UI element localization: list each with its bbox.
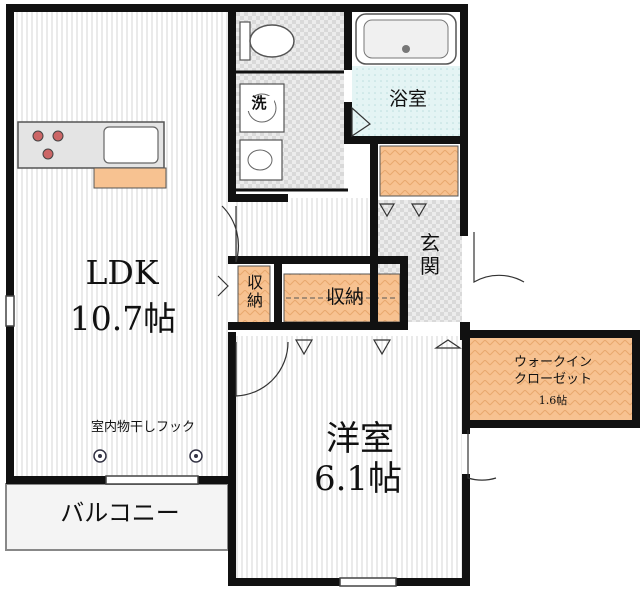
drying-hook-icon [98, 454, 102, 458]
toilet-tank [239, 21, 251, 61]
bathroom-label: 浴室 [388, 88, 427, 110]
windows [5, 295, 397, 587]
balcony-area [5, 483, 229, 551]
western-room-label: 洋室 [326, 419, 394, 459]
walk-in-closet-floor [470, 336, 634, 422]
walk-in-closet-label: ウォークイン クローゼット [513, 355, 592, 387]
wash-basin [239, 139, 283, 181]
hall-floor [236, 198, 374, 264]
toilet-bowl-icon [249, 24, 295, 58]
doors [217, 106, 525, 481]
entrance-shoe-cabinet [379, 145, 459, 197]
storage-wide-label: 収納 [325, 286, 364, 308]
balcony-label: バルコニー [60, 499, 180, 527]
bathtub-inner [363, 19, 449, 59]
entrance-label: 玄関 [420, 231, 440, 278]
drying-hook-label: 室内物干しフック [90, 420, 195, 435]
storage-small-label: 収納 [246, 273, 263, 310]
ldk-label: LDK [85, 253, 159, 292]
stove-burner-icon [32, 130, 44, 142]
kitchen-bar [93, 167, 167, 189]
stove-burner-icon [52, 130, 64, 142]
western-room-floor [236, 336, 462, 578]
ldk-floor [14, 12, 228, 476]
kitchen-sink [103, 126, 159, 164]
bath-drain-icon [402, 45, 410, 53]
walk-in-closet-size-label: 1.6帖 [538, 394, 568, 407]
walls [6, 4, 640, 586]
ldk-size-label: 10.7帖 [69, 299, 177, 338]
drying-hook-icon [194, 454, 198, 458]
western-room-size-label: 6.1帖 [313, 459, 403, 499]
storage-small [237, 265, 271, 325]
washroom-label: 洗 [244, 96, 274, 111]
basin-bowl-icon [247, 149, 273, 171]
stove-burner-icon [42, 148, 54, 160]
